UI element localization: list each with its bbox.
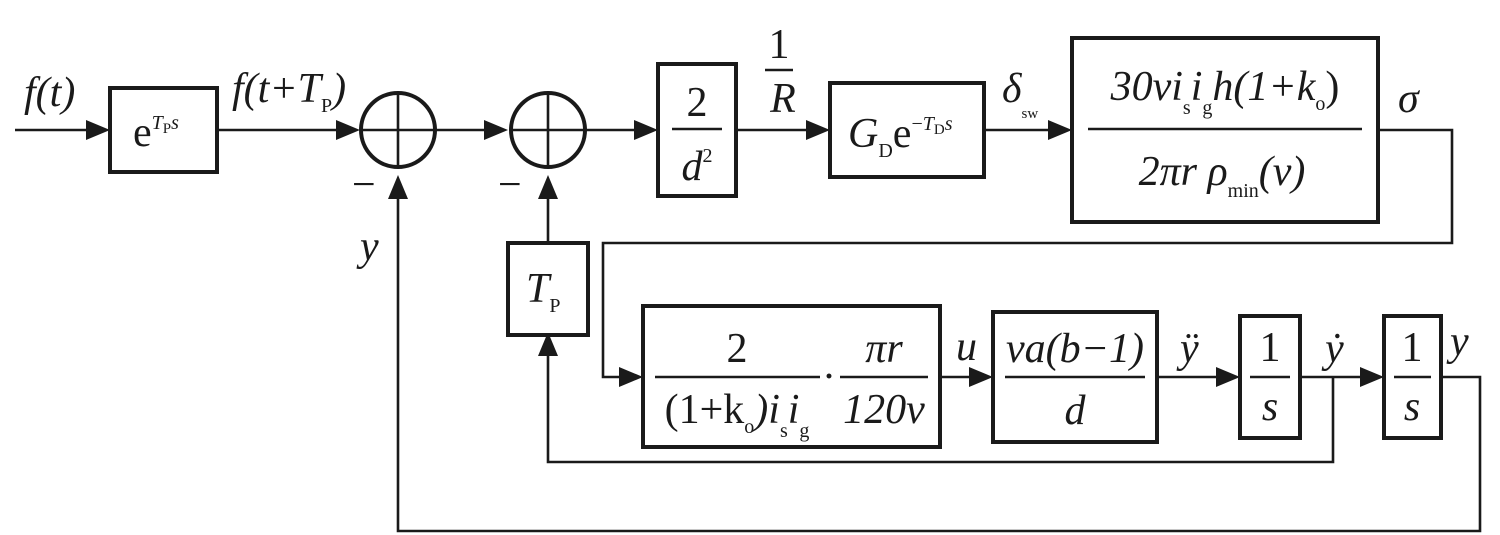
gain-num-o: o [1315, 93, 1325, 115]
driver-exp-sub: D [934, 122, 945, 138]
conv-frac1-den-s: s [780, 420, 788, 442]
preview-delay-exp-sub: P [163, 121, 171, 137]
label-preview-signal: f(t+T [232, 66, 324, 112]
gain-num-close: ) [1325, 64, 1339, 110]
svg-text:GDe−TDs: GDe−TDs [848, 111, 953, 162]
arrow-into-preview [86, 120, 110, 140]
gain-num-s: s [1183, 97, 1191, 119]
conv-frac1-den-o: o [744, 416, 754, 438]
gain-num-g: g [1202, 97, 1212, 119]
int1-num: 1 [1260, 325, 1281, 371]
svg-text:eTPs: eTPs [133, 110, 179, 156]
label-u: u [956, 324, 977, 370]
gain-num-i: i [1191, 64, 1203, 110]
block-integrator-2: 1 s [1382, 314, 1443, 440]
preview-delay-exp-s: s [171, 112, 179, 134]
conv-frac1-den-mid: )i [752, 387, 780, 433]
driver-g: G [848, 111, 878, 157]
block-preview-delay: eTPs [108, 86, 219, 174]
gain-den-tail: (v) [1259, 149, 1306, 195]
svg-text:30visigh(1+ko): 30visigh(1+ko) [1110, 64, 1340, 119]
wire-sigma-loop [601, 128, 1454, 379]
conv-frac2-den: 120v [843, 387, 925, 433]
block-driver: GDe−TDs [828, 81, 986, 179]
gain-num-head: 30vi [1110, 64, 1183, 110]
label-steer-sub: sw [1022, 106, 1039, 122]
arrow-into-conversion [619, 367, 643, 387]
label-inv-radius-num: 1 [769, 22, 790, 68]
curvature-den-d: d [682, 144, 704, 190]
curvature-num: 2 [687, 80, 708, 126]
arrow-into-integrator-1 [1216, 367, 1240, 387]
tp-t: T [526, 266, 552, 312]
block-curvature: 2 d2 [656, 62, 738, 198]
svg-text:(1+ko)isig: (1+ko)isig [665, 387, 810, 442]
driver-exp-t: T [923, 113, 936, 135]
gain-den-sub: min [1228, 180, 1259, 202]
conv-frac1-den-i: i [788, 387, 800, 433]
driver-g-sub: D [878, 140, 892, 162]
conv-frac1-den-head: (1+k [665, 387, 745, 433]
tp-sub: P [549, 295, 560, 317]
conv-frac2-num: πr [865, 326, 903, 372]
svg-text:f(t+TP): f(t+TP) [232, 66, 346, 117]
arrow-into-integrator-2 [1360, 367, 1384, 387]
signal-wires [15, 128, 1482, 533]
label-y-ddot: ÿ [1176, 326, 1199, 372]
summing-junction-2 [509, 91, 587, 169]
arrow-into-driver [806, 120, 830, 140]
arrow-into-lateral [969, 367, 993, 387]
arrowheads [86, 120, 1384, 387]
summing-junction-1 [359, 91, 437, 169]
block-integrator-1: 1 s [1238, 314, 1302, 440]
block-steering-gain: 30visigh(1+ko) 2πr ρmin(v) [1070, 36, 1380, 224]
int1-den: s [1262, 384, 1278, 430]
label-y-out: y [1446, 319, 1469, 365]
driver-exp-s: s [945, 113, 953, 135]
driver-e: e [893, 111, 912, 157]
conv-frac1-den-g: g [799, 420, 809, 442]
curvature-den-exp: 2 [703, 145, 713, 167]
arrow-into-sum1-bottom [388, 175, 408, 199]
gain-num-tail: h(1+k [1212, 64, 1316, 110]
label-minus-1: − [352, 162, 376, 208]
svg-text:d2: d2 [682, 144, 713, 190]
arrow-into-sum1 [336, 120, 360, 140]
block-conversion: 2 (1+ko)isig · πr 120v [641, 304, 942, 449]
conv-dot: · [822, 354, 836, 400]
arrow-into-sum2-bottom [538, 175, 558, 199]
label-input-signal: f(t) [24, 70, 75, 116]
int2-num: 1 [1402, 325, 1423, 371]
svg-text:TP: TP [526, 266, 560, 317]
preview-delay-base: e [133, 110, 152, 156]
gain-den-head: 2πr ρ [1139, 149, 1228, 195]
label-inv-radius-den: R [769, 76, 796, 122]
lateral-num: va(b−1) [1006, 326, 1144, 372]
block-preview-gain: TP [506, 241, 590, 337]
label-minus-2: − [498, 162, 522, 208]
label-preview-close: ) [330, 66, 346, 112]
conv-frac1-num: 2 [727, 326, 748, 372]
svg-text:2πr ρmin(v): 2πr ρmin(v) [1139, 149, 1306, 202]
int2-den: s [1404, 384, 1420, 430]
block-lateral: va(b−1) d [991, 310, 1159, 444]
arrow-into-sum2 [484, 120, 508, 140]
wire-y-out [396, 193, 1482, 533]
preview-delay-exp-t: T [152, 112, 165, 134]
wire-ydot-feedback [546, 350, 1335, 464]
arrow-into-curvature [634, 120, 658, 140]
driver-exp-minus: − [911, 113, 922, 135]
label-y-feedback: y [356, 224, 379, 270]
arrow-into-tp [538, 332, 558, 356]
label-steer: δ [1002, 66, 1023, 112]
label-preview-sub: P [321, 95, 332, 117]
lateral-den: d [1065, 388, 1087, 434]
label-y-dot: ẏ [1321, 326, 1344, 372]
label-sigma: σ [1398, 76, 1421, 122]
svg-text:δsw: δsw [1002, 66, 1038, 122]
arrow-into-gain [1048, 120, 1072, 140]
